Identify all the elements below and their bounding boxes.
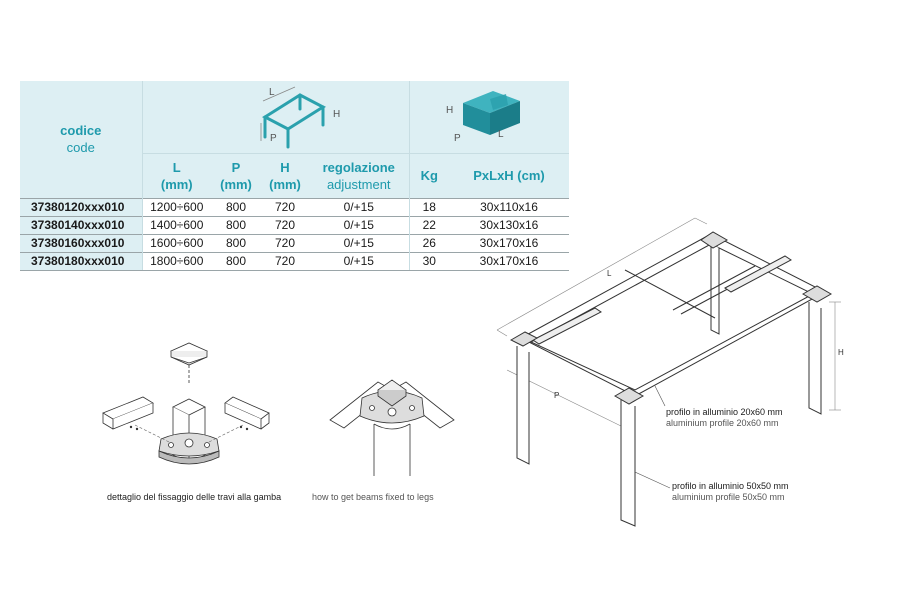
package-box-icon: H P L xyxy=(446,91,520,144)
code-header-en: code xyxy=(66,140,95,156)
box-icon-label-l: L xyxy=(498,129,504,140)
label-profile-20x60-it: profilo in alluminio 20x60 mm xyxy=(666,407,783,417)
cell-pxlxh: 30x110x16 xyxy=(449,197,569,216)
col-header-pxlxh: PxLxH (cm) xyxy=(473,168,545,183)
leg-beam-assembled-view xyxy=(329,379,455,476)
cell-h: 720 xyxy=(261,233,309,252)
cell-kg: 18 xyxy=(408,197,449,216)
cell-reg: 0/+15 xyxy=(309,197,409,216)
col-header-h: H(mm) xyxy=(269,159,301,192)
cell-pxlxh: 30x170x16 xyxy=(449,233,569,252)
cell-kg: 22 xyxy=(408,215,449,234)
label-profile-20x60: profilo in alluminio 20x60 mm aluminium … xyxy=(666,407,783,429)
label-profile-50x50-it: profilo in alluminio 50x50 mm xyxy=(672,481,789,491)
product-code: 37380180xxx010 xyxy=(20,251,143,271)
cell-l: 1400÷600 xyxy=(142,215,211,234)
spec-table: codice code L H P xyxy=(20,81,569,271)
cell-p: 800 xyxy=(211,197,261,216)
table-frame-drawing xyxy=(496,217,841,527)
spec-table-container: codice code L H P xyxy=(20,81,569,271)
table-frame-icon: L H P xyxy=(260,86,340,149)
cell-reg: 0/+15 xyxy=(309,215,409,234)
label-profile-20x60-en: aluminium profile 20x60 mm xyxy=(666,418,779,428)
detail-caption-it: dettaglio del fissaggio delle travi alla… xyxy=(107,492,282,502)
frame-icon-label-p: P xyxy=(270,133,277,144)
cell-l: 1800÷600 xyxy=(142,251,211,271)
frame-icon-label-l: L xyxy=(269,87,275,98)
cell-h: 720 xyxy=(261,251,309,271)
cell-kg: 30 xyxy=(408,251,449,271)
frame-icon-label-h: H xyxy=(333,109,340,120)
box-icon-label-p: P xyxy=(454,133,461,144)
cell-kg: 26 xyxy=(408,233,449,252)
cell-l: 1200÷600 xyxy=(142,197,211,216)
cell-p: 800 xyxy=(211,251,261,271)
detail-caption-en: how to get beams fixed to legs xyxy=(312,492,434,502)
product-code: 37380120xxx010 xyxy=(20,197,143,216)
code-header-it: codice xyxy=(60,123,102,139)
cell-h: 720 xyxy=(261,215,309,234)
cell-l: 1600÷600 xyxy=(142,233,211,252)
cell-reg: 0/+15 xyxy=(309,233,409,252)
box-icon-label-h: H xyxy=(446,105,453,116)
label-profile-50x50-en: aluminium profile 50x50 mm xyxy=(672,492,785,502)
col-header-l: L(mm) xyxy=(160,159,193,192)
col-header-kg: Kg xyxy=(420,168,438,183)
drawing-dim-h: H xyxy=(838,348,844,357)
drawing-dim-l: L xyxy=(607,269,612,278)
leg-beam-exploded-view xyxy=(102,342,270,465)
box-icon-cell: H P L xyxy=(408,81,569,154)
cell-reg: 0/+15 xyxy=(309,251,409,271)
label-profile-50x50: profilo in alluminio 50x50 mm aluminium … xyxy=(672,481,789,503)
cell-pxlxh: 30x130x16 xyxy=(449,215,569,234)
frame-icon-cell: L H P xyxy=(142,81,410,154)
cell-p: 800 xyxy=(211,215,261,234)
product-code: 37380160xxx010 xyxy=(20,233,143,252)
col-header-p: P(mm) xyxy=(220,159,252,192)
cell-p: 800 xyxy=(211,233,261,252)
cell-pxlxh: 30x170x16 xyxy=(449,251,569,271)
cell-h: 720 xyxy=(261,197,309,216)
product-code: 37380140xxx010 xyxy=(20,215,143,234)
code-header: codice code xyxy=(20,81,143,198)
drawing-dim-p: P xyxy=(554,391,560,400)
